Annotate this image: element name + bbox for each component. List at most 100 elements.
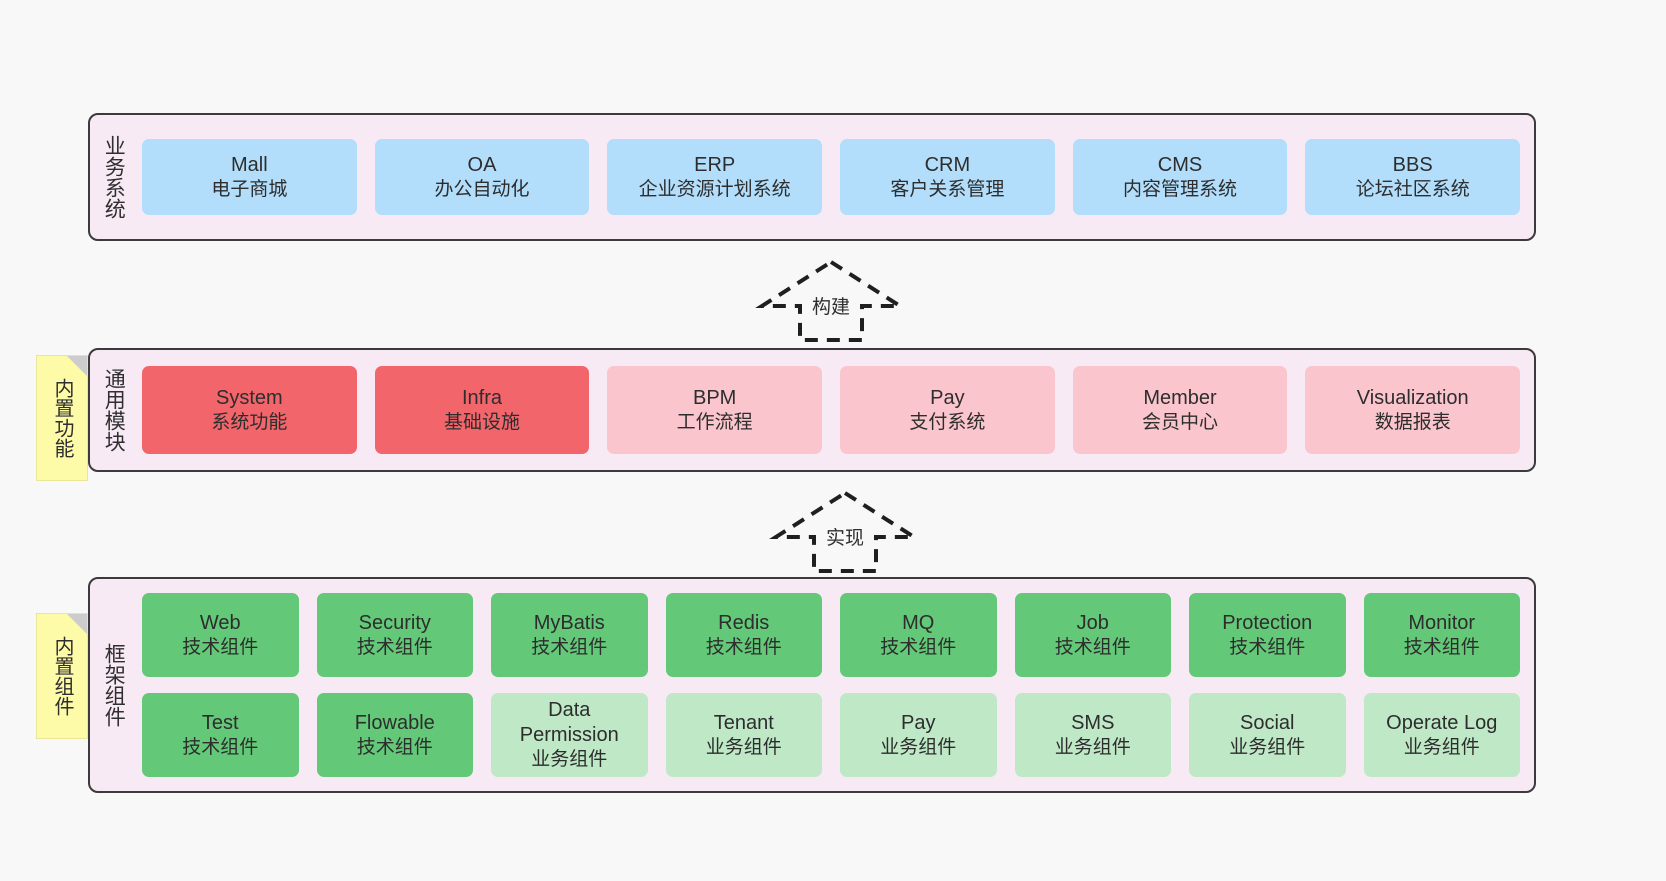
box-job-name: Job: [1076, 611, 1109, 634]
connector-implement-label: 实现: [825, 528, 864, 549]
note-fold-corner-icon: [67, 356, 87, 376]
box-mq[interactable]: MQ 技术组件: [840, 593, 997, 677]
box-infra-desc: 基础设施: [444, 411, 521, 433]
box-social-name: Social: [1240, 711, 1295, 734]
layer-business-body: Mall 电子商城 OA 办公自动化 ERP 企业资源计划系统 CRM 客户关系…: [136, 115, 1534, 239]
framework-tech-row: Web 技术组件 Security 技术组件 MyBatis 技术组件 Redi…: [142, 593, 1520, 677]
box-mybatis-name: MyBatis: [533, 611, 605, 634]
box-data-permission[interactable]: Data Permission 业务组件: [491, 693, 648, 777]
box-crm[interactable]: CRM 客户关系管理: [840, 139, 1055, 215]
box-oa-desc: 办公自动化: [434, 178, 530, 200]
box-flowable-name: Flowable: [354, 711, 435, 734]
layer-framework-components: 框架组件 Web 技术组件 Security 技术组件 MyBatis 技术组件…: [88, 577, 1536, 793]
box-visualization[interactable]: Visualization 数据报表: [1305, 366, 1521, 454]
note-builtin-features-label: 内置功能: [51, 378, 73, 458]
layer-modules-body: System 系统功能 Infra 基础设施 BPM 工作流程 Pay 支付系统…: [136, 350, 1534, 470]
layer-framework-body: Web 技术组件 Security 技术组件 MyBatis 技术组件 Redi…: [136, 579, 1534, 791]
box-web-name: Web: [199, 611, 241, 634]
box-mq-name: MQ: [902, 611, 935, 634]
box-mq-desc: 技术组件: [880, 636, 957, 658]
box-monitor-name: Monitor: [1408, 611, 1476, 634]
box-job[interactable]: Job 技术组件: [1014, 593, 1171, 677]
box-monitor[interactable]: Monitor 技术组件: [1363, 593, 1520, 677]
note-fold-corner-icon: [67, 614, 87, 634]
box-protection-desc: 技术组件: [1229, 636, 1306, 658]
box-redis-desc: 技术组件: [705, 636, 782, 658]
box-social-desc: 业务组件: [1229, 736, 1306, 758]
box-redis[interactable]: Redis 技术组件: [665, 593, 822, 677]
box-visualization-name: Visualization: [1356, 386, 1469, 409]
box-protection[interactable]: Protection 技术组件: [1189, 593, 1346, 677]
box-sms-name: SMS: [1071, 711, 1115, 734]
box-member[interactable]: Member 会员中心: [1072, 366, 1288, 454]
box-cms-desc: 内容管理系统: [1123, 178, 1238, 200]
business-row: Mall 电子商城 OA 办公自动化 ERP 企业资源计划系统 CRM 客户关系…: [142, 139, 1521, 215]
box-oa[interactable]: OA 办公自动化: [374, 139, 590, 215]
box-operate-log[interactable]: Operate Log 业务组件: [1363, 693, 1520, 777]
box-security-name: Security: [358, 611, 431, 634]
box-pay-module[interactable]: Pay 支付系统: [840, 366, 1055, 454]
box-security[interactable]: Security 技术组件: [316, 593, 473, 677]
box-job-desc: 技术组件: [1054, 636, 1131, 658]
note-builtin-features: 内置功能: [36, 355, 88, 481]
box-monitor-desc: 技术组件: [1403, 636, 1480, 658]
box-operate-log-name: Operate Log: [1386, 711, 1498, 734]
box-erp-desc: 企业资源计划系统: [638, 178, 791, 200]
box-bbs[interactable]: BBS 论坛社区系统: [1305, 139, 1521, 215]
box-security-desc: 技术组件: [356, 636, 433, 658]
box-mall[interactable]: Mall 电子商城: [142, 139, 357, 215]
box-tenant-desc: 业务组件: [705, 736, 782, 758]
framework-biz-row: Test 技术组件 Flowable 技术组件 Data Permission …: [142, 693, 1520, 777]
box-infra[interactable]: Infra 基础设施: [374, 366, 590, 454]
layer-business-systems: 业务系统 Mall 电子商城 OA 办公自动化 ERP 企业资源计划系统 CRM: [88, 113, 1536, 241]
box-cms-name: CMS: [1157, 153, 1203, 176]
implement-arrow-icon: [769, 490, 921, 573]
box-member-desc: 会员中心: [1142, 411, 1219, 433]
box-web-desc: 技术组件: [182, 636, 259, 658]
box-cms[interactable]: CMS 内容管理系统: [1072, 139, 1288, 215]
box-tenant-name: Tenant: [713, 711, 774, 734]
box-mybatis-desc: 技术组件: [531, 636, 608, 658]
box-bpm[interactable]: BPM 工作流程: [607, 366, 823, 454]
box-pay-module-desc: 支付系统: [909, 411, 986, 433]
modules-row: System 系统功能 Infra 基础设施 BPM 工作流程 Pay 支付系统…: [142, 366, 1521, 454]
box-erp[interactable]: ERP 企业资源计划系统: [607, 139, 823, 215]
connector-build: 构建: [755, 258, 907, 344]
box-pay-component-name: Pay: [901, 711, 936, 734]
box-system[interactable]: System 系统功能: [142, 366, 357, 454]
note-builtin-components: 内置组件: [36, 613, 88, 739]
box-flowable[interactable]: Flowable 技术组件: [316, 693, 473, 777]
box-system-desc: 系统功能: [211, 411, 288, 433]
connector-build-label: 构建: [811, 297, 850, 318]
box-member-name: Member: [1143, 386, 1217, 409]
box-bpm-desc: 工作流程: [676, 411, 753, 433]
box-visualization-desc: 数据报表: [1374, 411, 1451, 433]
box-operate-log-desc: 业务组件: [1403, 736, 1480, 758]
box-test-name: Test: [201, 711, 239, 734]
box-mybatis[interactable]: MyBatis 技术组件: [491, 593, 648, 677]
box-bpm-name: BPM: [693, 386, 737, 409]
box-pay-module-name: Pay: [930, 386, 965, 409]
note-builtin-components-label: 内置组件: [51, 636, 73, 716]
box-test[interactable]: Test 技术组件: [142, 693, 299, 777]
build-arrow-icon: [755, 259, 907, 342]
box-tenant[interactable]: Tenant 业务组件: [665, 693, 822, 777]
box-oa-name: OA: [467, 153, 497, 176]
layer-framework-title: 框架组件: [102, 643, 126, 727]
box-data-permission-name: Data Permission: [519, 699, 619, 747]
box-social[interactable]: Social 业务组件: [1189, 693, 1346, 777]
box-system-name: System: [215, 386, 283, 409]
box-redis-name: Redis: [718, 611, 770, 634]
box-mall-desc: 电子商城: [211, 178, 288, 200]
box-erp-name: ERP: [694, 153, 736, 176]
box-web[interactable]: Web 技术组件: [142, 593, 299, 677]
layer-modules-title: 通用模块: [102, 368, 126, 452]
connector-implement: 实现: [769, 489, 921, 575]
box-pay-component-desc: 业务组件: [880, 736, 957, 758]
box-mall-name: Mall: [231, 153, 268, 176]
box-protection-name: Protection: [1222, 611, 1313, 634]
box-sms[interactable]: SMS 业务组件: [1014, 693, 1171, 777]
box-pay-component[interactable]: Pay 业务组件: [840, 693, 997, 777]
box-sms-desc: 业务组件: [1054, 736, 1131, 758]
